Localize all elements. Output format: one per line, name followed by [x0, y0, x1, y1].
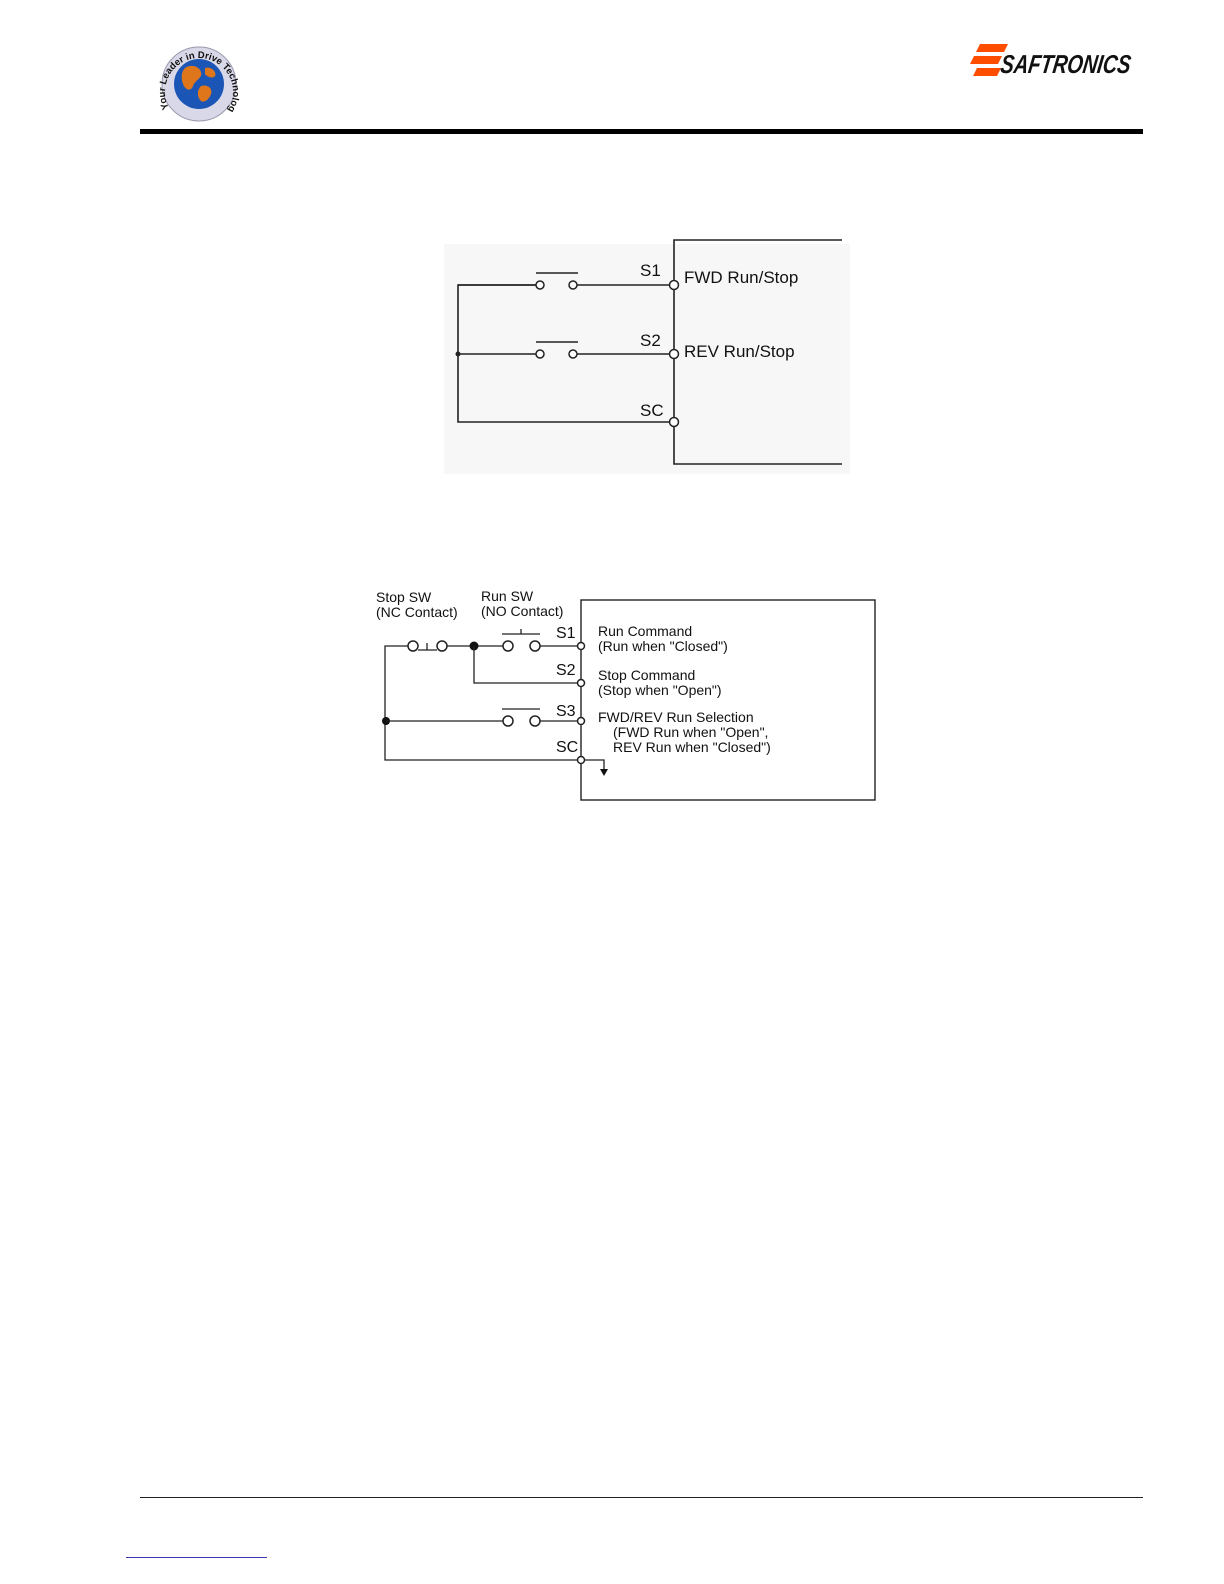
- header-rule: [140, 129, 1143, 134]
- s1-desc-line2: (Run when "Closed"): [598, 638, 728, 654]
- footer-rule: [140, 1497, 1143, 1498]
- world-globe-logo: Your Leader in Drive Technology: [155, 42, 243, 122]
- stop-switch-nc: [408, 641, 447, 651]
- terminal-s2: [670, 350, 679, 359]
- terminal-desc-s1: FWD Run/Stop: [684, 268, 798, 287]
- terminal-sc: [578, 757, 585, 764]
- wiring-diagram-fwd-rev: S1 S2 SC FWD Run/Stop REV Run/Stop: [440, 230, 850, 475]
- saftronics-wordmark: SAFTRONICS: [999, 49, 1134, 79]
- terminal-label-s1: S1: [640, 261, 661, 280]
- footer-link-underline[interactable]: [126, 1557, 267, 1558]
- terminal-label-s3: S3: [556, 703, 576, 720]
- s1-desc-line1: Run Command: [598, 623, 692, 639]
- globe-ocean: [174, 59, 224, 109]
- terminal-label-sc: SC: [640, 401, 664, 420]
- ground-arrow-icon: [600, 769, 608, 776]
- terminal-label-s2: S2: [640, 331, 661, 350]
- terminal-s2: [578, 680, 585, 687]
- stop-sw-label: Stop SW: [376, 589, 432, 605]
- s2-desc-line2: (Stop when "Open"): [598, 682, 722, 698]
- stop-sw-contact-label: (NC Contact): [376, 604, 458, 620]
- s3-desc-line2: (FWD Run when "Open",: [613, 724, 768, 740]
- fwd-rev-switch: [502, 709, 540, 726]
- terminal-label-s1: S1: [556, 625, 576, 642]
- terminal-sc: [670, 418, 679, 427]
- terminal-desc-s2: REV Run/Stop: [684, 342, 795, 361]
- wiring-diagram-three-wire: Stop SW (NC Contact) Run SW (NO Contact)…: [370, 585, 910, 815]
- terminal-label-s2: S2: [556, 662, 576, 679]
- run-sw-label: Run SW: [481, 588, 534, 604]
- terminal-s1: [670, 281, 679, 290]
- saftronics-logo: SAFTRONICS: [968, 42, 1138, 80]
- s2-desc-line1: Stop Command: [598, 667, 695, 683]
- s3-desc-line1: FWD/REV Run Selection: [598, 709, 754, 725]
- run-sw-contact-label: (NO Contact): [481, 603, 563, 619]
- terminal-s1: [578, 643, 585, 650]
- terminal-label-sc: SC: [556, 739, 578, 756]
- s3-desc-line3: REV Run when "Closed"): [613, 739, 771, 755]
- run-switch-no: [502, 629, 540, 651]
- terminal-s3: [578, 718, 585, 725]
